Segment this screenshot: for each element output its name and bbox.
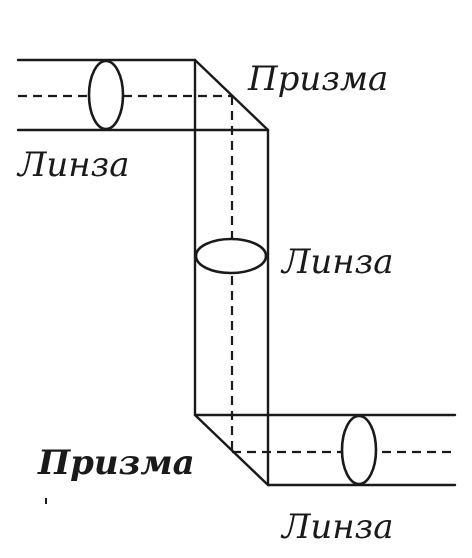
label-lens-bottom: Линза <box>282 507 394 547</box>
label-lens-middle: Линза <box>282 242 394 282</box>
print-speck <box>45 498 47 504</box>
bottom-prism-face <box>193 413 270 487</box>
bottom-lens <box>340 414 378 486</box>
label-lens-top: Линза <box>18 145 130 185</box>
label-prism-bottom: Призма <box>38 443 195 483</box>
top-tube <box>16 58 232 132</box>
middle-lens <box>194 237 268 275</box>
top-prism-face <box>193 58 270 132</box>
bottom-prism <box>193 413 270 487</box>
top-lens <box>87 59 125 131</box>
vertical-tube <box>193 58 270 487</box>
label-prism-top: Призма <box>248 59 389 99</box>
